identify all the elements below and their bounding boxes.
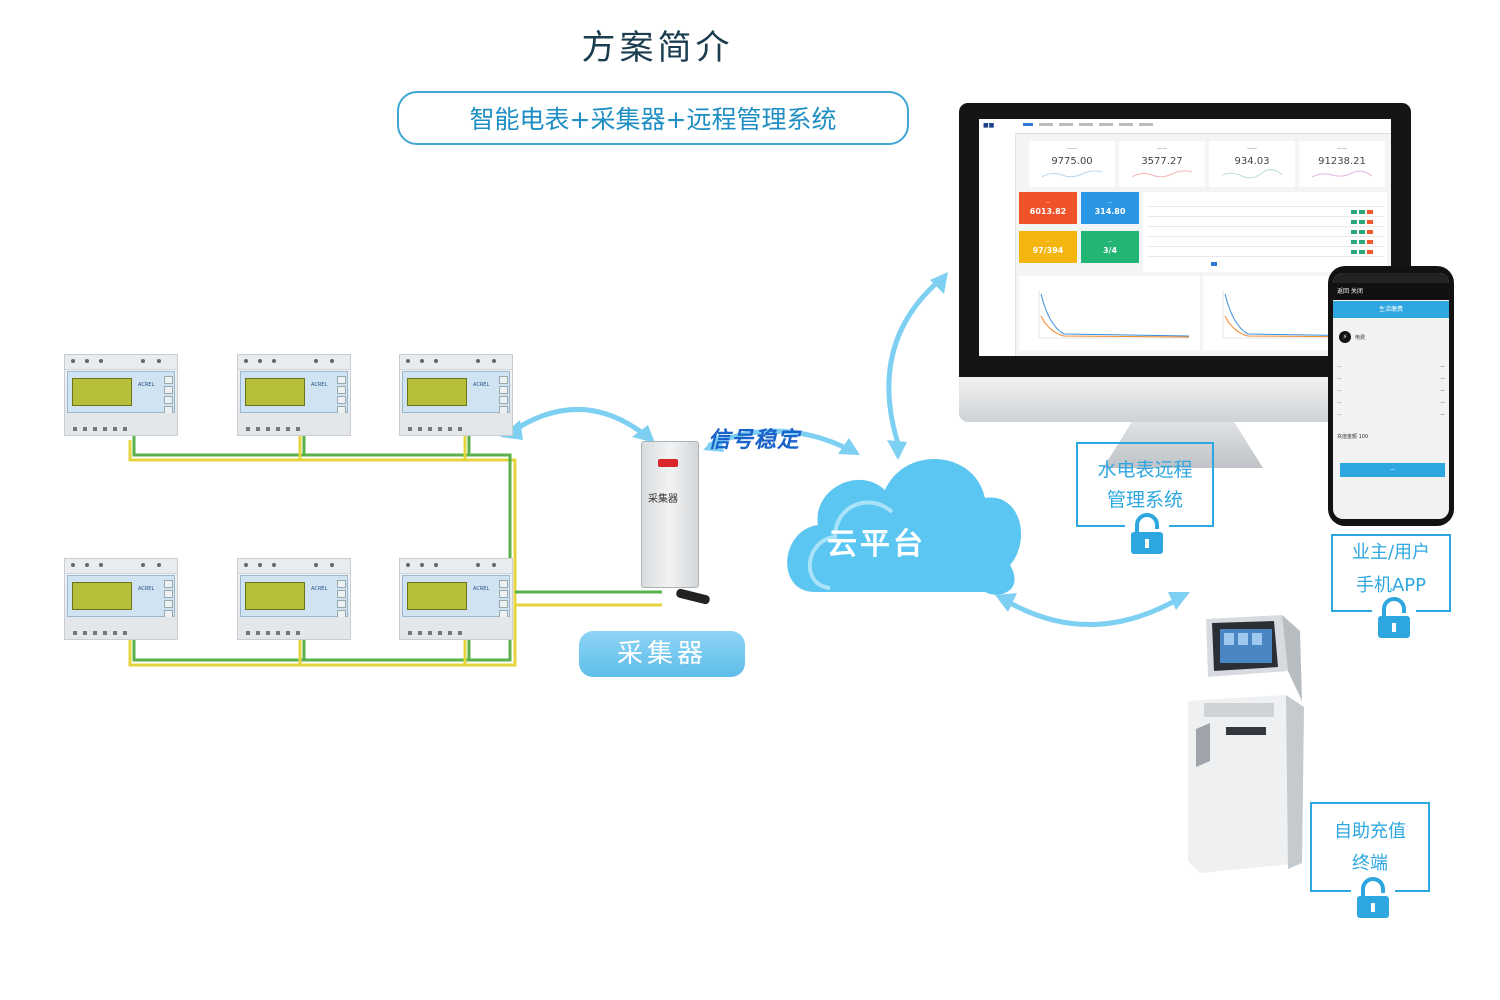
phone-nav[interactable]: 返回 关闭 <box>1333 283 1449 300</box>
smart-meter: ACREL <box>399 558 513 640</box>
stat-card: ——934.03 <box>1209 141 1295 187</box>
meter-lcd <box>407 378 467 406</box>
signal-stable-text: 信号稳定 <box>708 428 801 453</box>
summary-tile: —314.80 <box>1081 192 1139 224</box>
amount-row: 充值金额 100 <box>1337 434 1369 440</box>
phone-app-screen: 返回 关闭 生活缴费 ⚡ 电费 —— —— —— —— —— 充值金额 100 … <box>1333 273 1449 519</box>
meter-lcd <box>72 582 132 610</box>
wire-yellow <box>128 440 517 667</box>
collector-device-text: 采集器 <box>648 494 678 505</box>
wire-green <box>132 436 512 662</box>
summary-tile: —6013.82 <box>1019 192 1077 224</box>
lock-icon <box>1125 512 1169 556</box>
smart-meter: ACREL <box>237 354 351 436</box>
collector-label: 采集器 <box>579 631 745 677</box>
status-led <box>658 459 678 467</box>
smart-meter: ACREL <box>64 354 178 436</box>
meter-lcd <box>407 582 467 610</box>
smart-meter: ACREL <box>399 354 513 436</box>
cloud-platform-label: 云平台 <box>827 527 926 562</box>
smart-meter: ACREL <box>64 558 178 640</box>
arrow-meter-collector <box>507 407 648 438</box>
subtitle-box: 智能电表+采集器+远程管理系统 <box>397 91 909 145</box>
phone-item: 电费 <box>1355 335 1366 341</box>
summary-tile: —3/4 <box>1081 231 1139 263</box>
arrow-cloud-monitor <box>886 277 943 453</box>
lock-icon <box>1351 876 1395 920</box>
page-title: 方案简介 <box>581 28 734 68</box>
monitor-stand <box>1103 422 1263 468</box>
stat-card: ——3577.27 <box>1119 141 1205 187</box>
self-service-kiosk <box>1188 615 1304 873</box>
smart-meter: ACREL <box>237 558 351 640</box>
dashboard-table <box>1143 192 1387 272</box>
dashboard-sidebar <box>979 133 1016 356</box>
meter-lcd <box>72 378 132 406</box>
arrow-collector-cloud <box>707 428 853 453</box>
lightning-icon: ⚡ <box>1339 331 1351 343</box>
collector-device: 采集器 <box>641 441 711 605</box>
pay-button[interactable]: — <box>1340 463 1445 477</box>
dashboard-chart <box>1019 276 1200 350</box>
meter-lcd <box>245 582 305 610</box>
phone-header: 生活缴费 <box>1333 301 1449 318</box>
lock-icon <box>1372 596 1416 640</box>
dashboard-logo: ■■ <box>983 122 995 129</box>
phone-status-bar <box>1333 273 1449 283</box>
remote-system-label: 水电表远程管理系统 <box>1076 442 1214 527</box>
cloud-shape <box>787 458 1022 595</box>
dashboard-nav: ■■ <box>979 119 1391 134</box>
stat-card: ——91238.21 <box>1299 141 1385 187</box>
meter-lcd <box>245 378 305 406</box>
arrow-cloud-kiosk <box>1002 595 1183 627</box>
stat-card: ——9775.00 <box>1029 141 1115 187</box>
summary-tile: —97/394 <box>1019 231 1077 263</box>
